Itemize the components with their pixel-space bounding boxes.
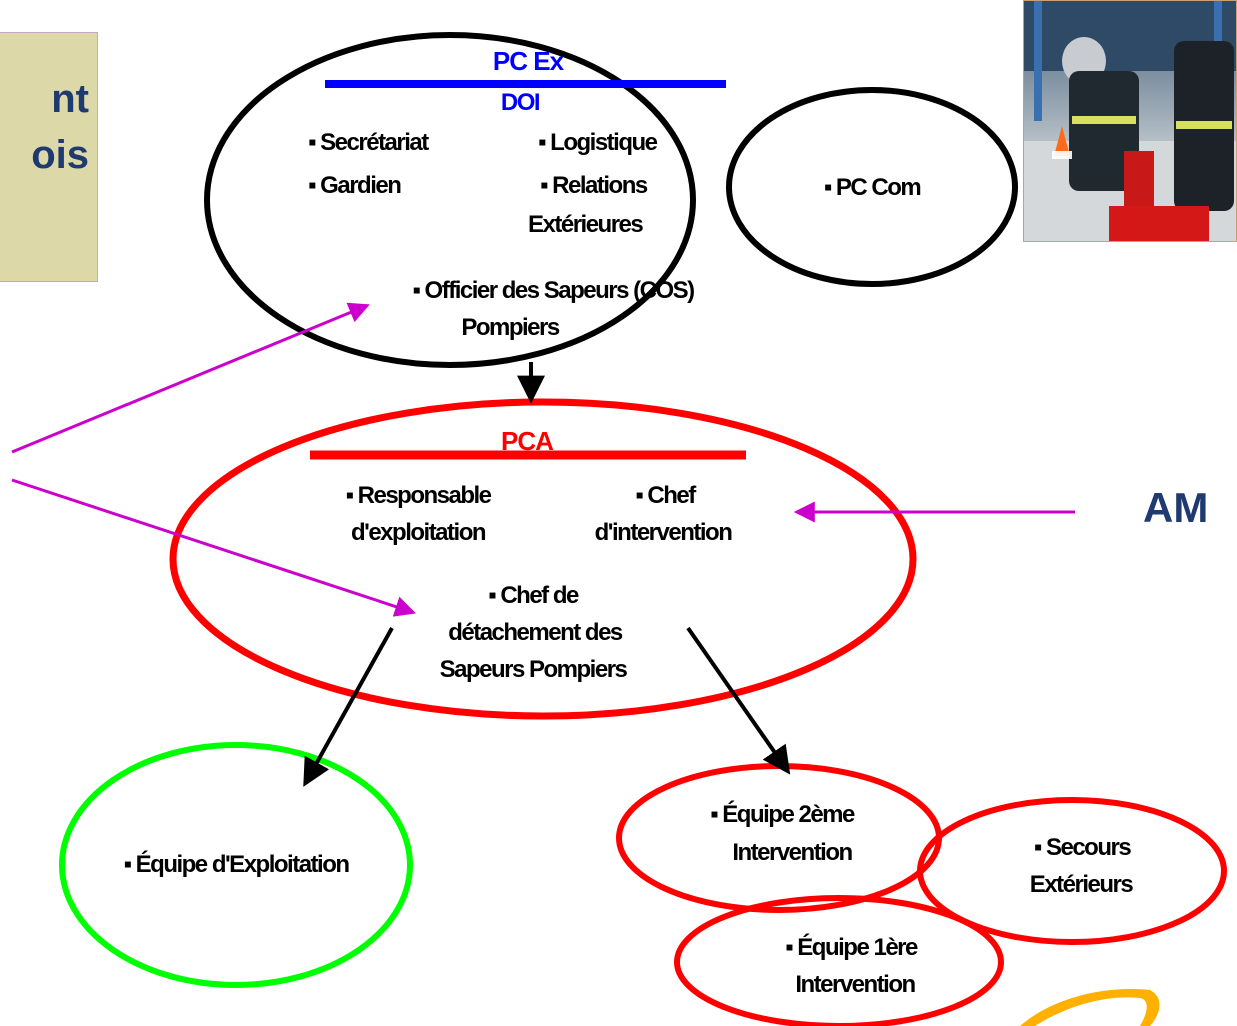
pcex-item-gardien: ▪ Gardien bbox=[308, 172, 401, 199]
equipe1-line-2: Intervention bbox=[795, 971, 915, 998]
exploitation-label: ▪ Équipe d'Exploitation bbox=[123, 850, 349, 878]
pca-item-chef: ▪ Chef bbox=[635, 482, 697, 509]
equipe2-ellipse bbox=[616, 763, 942, 913]
pca-item-exploitation: d'exploitation bbox=[351, 519, 486, 546]
pcex-title: PC Ex bbox=[493, 46, 565, 76]
pca-to-equipe2-arrow bbox=[686, 626, 791, 775]
title-line-1: nt bbox=[51, 77, 89, 121]
pca-item-responsable: ▪ Responsable bbox=[345, 482, 491, 509]
pointer-to-chef-detachement-arrow bbox=[11, 478, 416, 617]
pca-item-intervention: d'intervention bbox=[595, 519, 733, 546]
pcex-item-relations-2: Extérieures bbox=[528, 211, 643, 238]
pcex-subtitle: DOI bbox=[501, 89, 540, 116]
pointer-to-cos-arrow bbox=[11, 302, 370, 454]
exploitation-ellipse bbox=[59, 742, 413, 988]
side-label: AM bbox=[1143, 484, 1209, 531]
equipe1-ellipse bbox=[674, 895, 1004, 1026]
pcex-ellipse bbox=[204, 32, 696, 368]
pcex-item-secretariat: ▪ Secrétariat bbox=[308, 129, 429, 156]
equipe1-line-1: ▪ Équipe 1ère bbox=[785, 933, 918, 961]
pca-to-exploitation-arrow bbox=[303, 627, 394, 787]
equipe2-line-1: ▪ Équipe 2ème bbox=[710, 800, 855, 828]
pccom-label: ▪ PC Com bbox=[824, 174, 921, 201]
logo-swoosh-icon bbox=[1020, 989, 1160, 1026]
pcex-officer-line-1: ▪ Officier des Sapeurs (COS) bbox=[412, 277, 694, 304]
equipe2-line-2: Intervention bbox=[732, 839, 852, 866]
firefighters-photo bbox=[1023, 0, 1237, 242]
secours-line-2: Extérieurs bbox=[1030, 871, 1134, 898]
title-box: nt ois bbox=[0, 32, 98, 282]
pcex-item-relations: ▪ Relations bbox=[540, 172, 648, 199]
secours-ellipse bbox=[917, 797, 1227, 945]
pcex-officer-line-2: Pompiers bbox=[461, 314, 560, 341]
photo-illustration bbox=[1024, 1, 1236, 241]
pccom-ellipse bbox=[726, 87, 1018, 287]
pca-item-chef-detachement: ▪ Chef de bbox=[488, 582, 579, 609]
secours-line-1: ▪ Secours bbox=[1034, 834, 1132, 861]
pca-item-sapeurs: Sapeurs Pompiers bbox=[440, 656, 628, 683]
pcex-item-logistique: ▪ Logistique bbox=[538, 129, 658, 156]
title-line-2: ois bbox=[31, 133, 89, 177]
pca-item-detachement: détachement des bbox=[448, 619, 623, 646]
